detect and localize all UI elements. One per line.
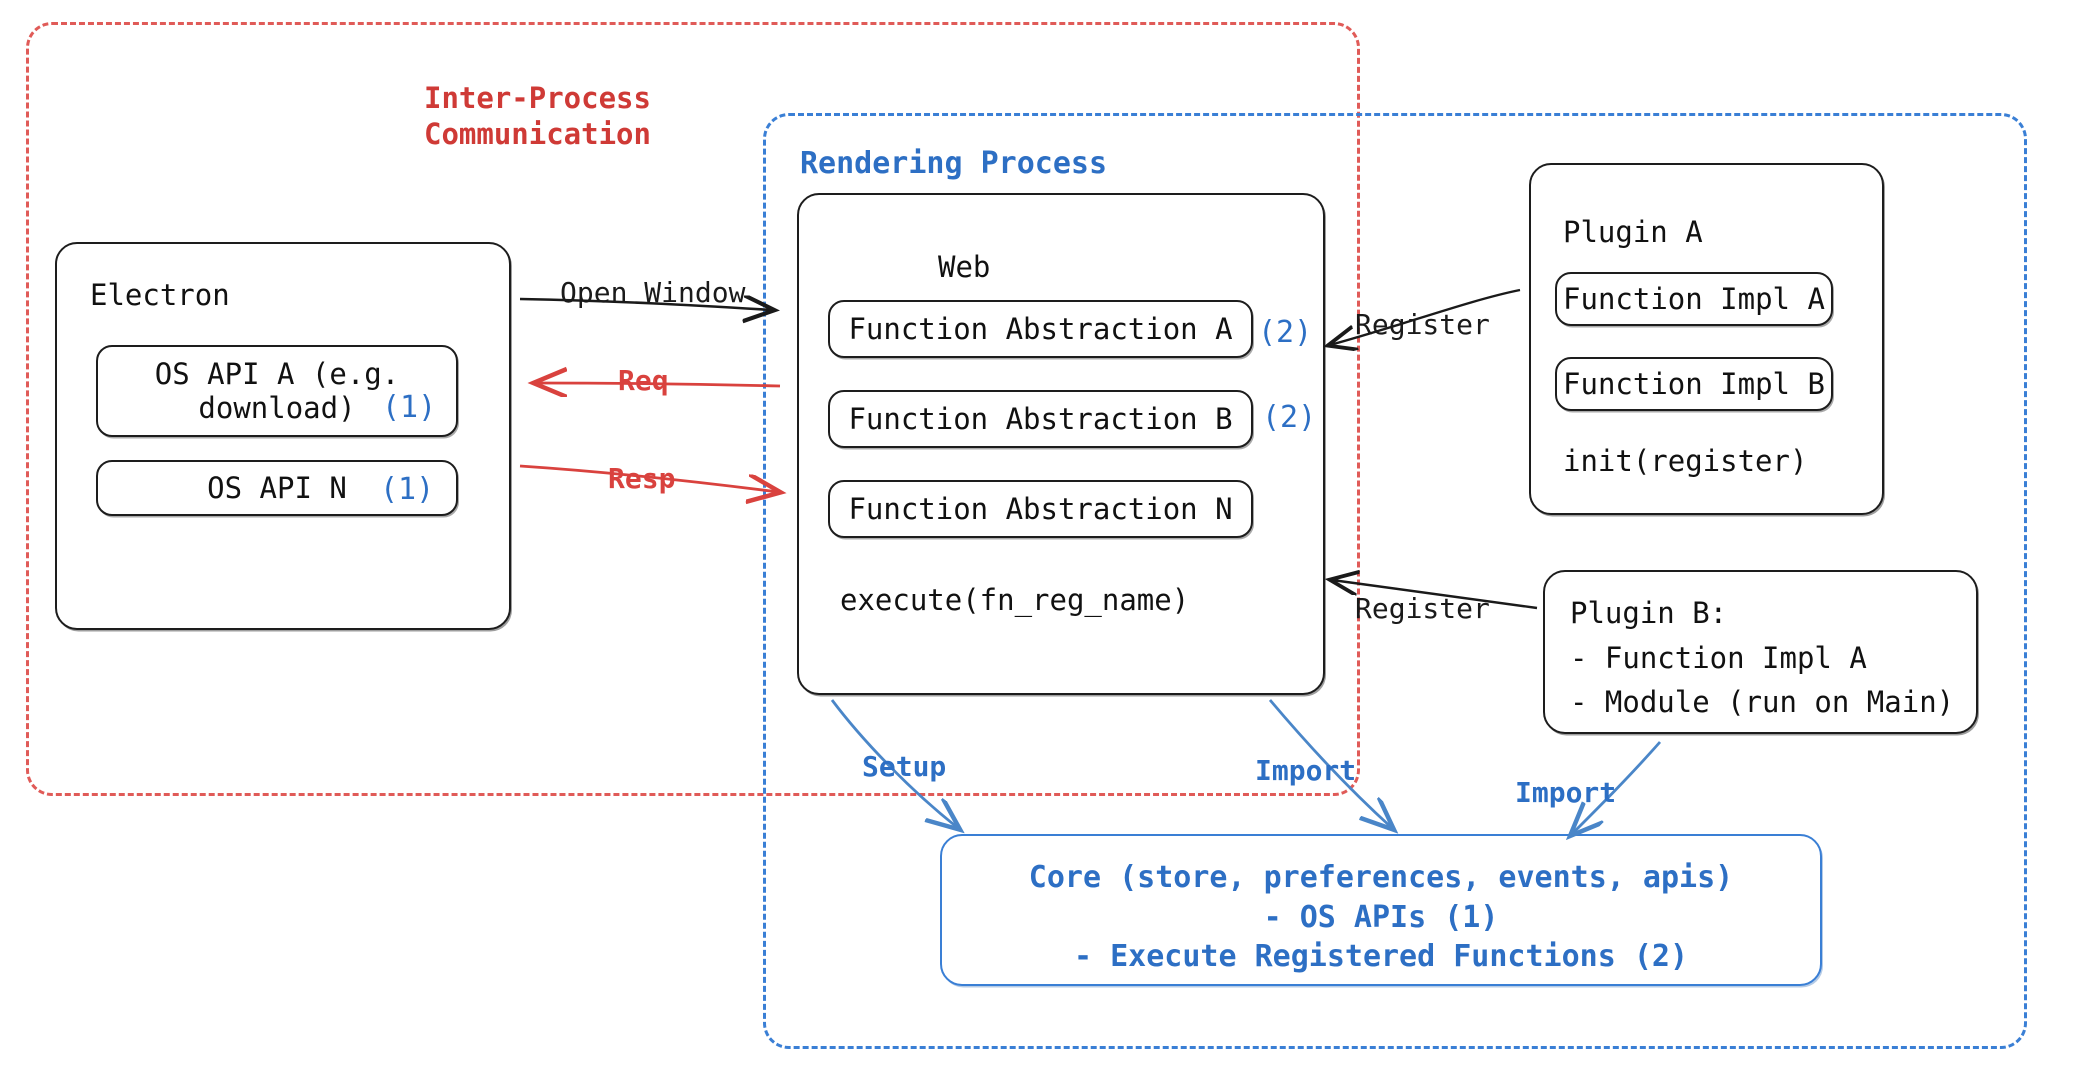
edge-label-register-top: Register (1355, 308, 1490, 341)
function-abstraction-n-label: Function Abstraction N (848, 491, 1233, 526)
electron-title: Electron (90, 278, 230, 312)
plugin-a-function-impl-b-label: Function Impl B (1563, 366, 1825, 401)
function-abstraction-b-label: Function Abstraction B (848, 401, 1233, 436)
function-abstraction-a-label: Function Abstraction A (848, 311, 1233, 346)
os-api-a-label: OS API A (e.g. download) (154, 356, 400, 425)
group-label-rendering-process: Rendering Process (800, 146, 1108, 181)
function-abstraction-b-tag: (2) (1262, 400, 1317, 435)
plugin-a-function-impl-a-pill: Function Impl A (1555, 272, 1833, 326)
os-api-a-tag: (1) (382, 390, 437, 425)
function-abstraction-b-pill: Function Abstraction B (828, 390, 1253, 448)
plugin-a-function-impl-b-pill: Function Impl B (1555, 357, 1833, 411)
os-api-n-label: OS API N (207, 470, 347, 505)
plugin-a-box (1529, 163, 1884, 515)
plugin-b-box (1543, 570, 1978, 734)
edge-label-setup: Setup (862, 750, 947, 783)
function-abstraction-a-pill: Function Abstraction A (828, 300, 1253, 358)
os-api-n-tag: (1) (380, 472, 435, 507)
edge-label-import-left: Import (1255, 754, 1357, 787)
plugin-b-title: Plugin B: (1570, 596, 1728, 630)
function-abstraction-n-pill: Function Abstraction N (828, 480, 1253, 538)
plugin-a-function-impl-a-label: Function Impl A (1563, 281, 1825, 316)
os-api-a-pill: OS API A (e.g. download) (96, 345, 458, 437)
web-execute-text: execute(fn_reg_name) (840, 583, 1190, 617)
core-line-2: - OS APIs (1) (1263, 899, 1499, 935)
plugin-b-line-1: - Function Impl A (1570, 641, 1867, 675)
edge-label-register-bottom: Register (1355, 592, 1490, 625)
os-api-n-pill: OS API N (96, 460, 458, 516)
group-label-inter-process-communication: Inter-Process Communication (424, 81, 651, 152)
function-abstraction-a-tag: (2) (1258, 315, 1313, 350)
core-box: Core (store, preferences, events, apis) … (940, 834, 1822, 986)
edge-label-resp: Resp (608, 462, 676, 495)
core-line-1: Core (store, preferences, events, apis) (1028, 860, 1734, 895)
web-title: Web (938, 250, 991, 284)
group-rendering-process (763, 113, 2027, 1049)
group-inter-process-communication (26, 22, 1360, 796)
edge-label-import-right: Import (1515, 776, 1617, 809)
plugin-a-title: Plugin A (1563, 215, 1703, 249)
plugin-a-init-text: init(register) (1563, 444, 1808, 478)
core-line-3: - Execute Registered Functions (2) (1073, 939, 1689, 975)
plugin-b-line-2: - Module (run on Main) (1570, 685, 1955, 719)
edge-label-req: Req (618, 364, 669, 397)
edge-label-open-window: Open Window (560, 276, 746, 309)
